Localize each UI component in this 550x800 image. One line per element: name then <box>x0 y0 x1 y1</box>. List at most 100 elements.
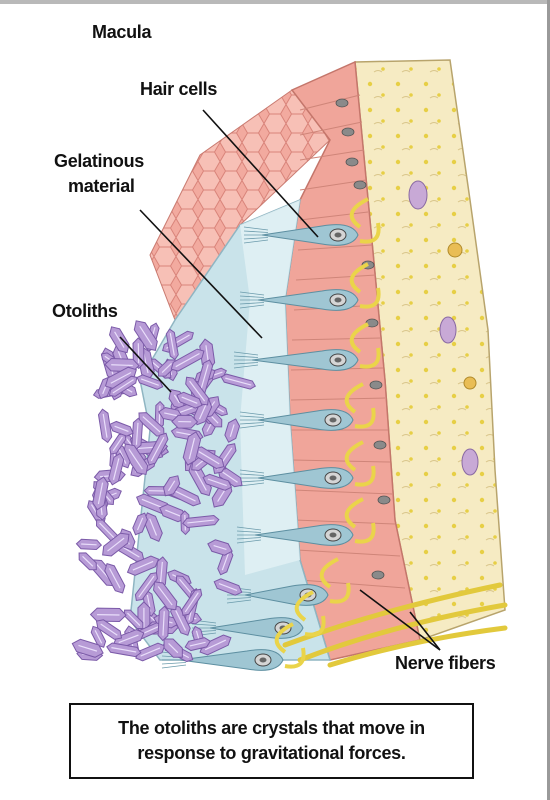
caption-box: The otoliths are crystals that move in r… <box>69 703 474 779</box>
crystal-highlight <box>198 404 207 420</box>
crystal-highlight <box>140 647 161 657</box>
gelatinous-pointer <box>139 209 263 339</box>
crystal-highlight <box>94 630 103 644</box>
stereocilium <box>226 599 252 604</box>
hair-cell-body <box>251 349 359 371</box>
crystal-highlight <box>100 623 118 636</box>
nucleolus <box>334 297 342 303</box>
crystal-highlight <box>127 612 141 626</box>
crystal-highlight <box>78 644 98 652</box>
crystal-highlight <box>189 380 206 402</box>
label-otoliths: Otoliths <box>52 301 118 321</box>
otolith-crystal <box>213 578 243 596</box>
nerve-fiber-bundle <box>282 582 508 668</box>
nerve-ending <box>349 197 381 244</box>
otolith-crystal <box>102 532 130 557</box>
otolith-crystal <box>162 475 181 497</box>
crystal-highlight <box>171 489 196 502</box>
stereocilium <box>239 415 265 418</box>
otolith-crystal <box>131 417 144 451</box>
otolith-crystal <box>135 642 166 662</box>
crystal-highlight <box>143 353 149 374</box>
nerve-ending <box>344 382 376 429</box>
hair-cell <box>236 497 376 546</box>
crystal-highlight <box>112 379 134 394</box>
crystal-highlight <box>159 561 163 584</box>
crystal-highlight <box>97 482 104 505</box>
stereocilium <box>226 597 252 600</box>
stereocilium <box>233 364 259 369</box>
hair-cells-pointer <box>202 109 319 238</box>
crystal-highlight <box>173 394 181 404</box>
otoliths-pointer <box>119 336 172 393</box>
otolith-crystal <box>104 562 126 594</box>
otolith-crystal <box>202 473 233 491</box>
stereocilium <box>239 295 265 298</box>
stereocilium <box>239 411 265 416</box>
stereocilium <box>239 469 265 474</box>
stereocilium <box>239 304 265 309</box>
crystal-highlight <box>110 371 132 384</box>
macula-illustration <box>71 59 508 671</box>
otolith-crystal <box>157 605 170 642</box>
top-border <box>0 0 550 4</box>
crystal-highlight <box>128 448 143 470</box>
crystal-highlight <box>162 611 165 636</box>
nucleolus <box>329 417 337 423</box>
crystal-highlight <box>164 412 177 417</box>
crystal-highlight <box>184 592 199 613</box>
otolith-crystal <box>106 642 142 658</box>
crystal-highlight <box>189 641 206 647</box>
hair-cell <box>239 382 376 431</box>
stereocilium <box>233 351 259 356</box>
nerve-ending <box>294 590 326 637</box>
crystal-highlight <box>135 422 139 445</box>
otolith-crystal <box>75 538 103 551</box>
otolith-crystal <box>171 414 199 429</box>
otolith-crystal <box>176 391 203 409</box>
nucleolus <box>329 532 337 538</box>
right-border <box>547 0 550 800</box>
otolith-crystal <box>220 373 256 390</box>
crystal-highlight <box>114 331 125 348</box>
stereocilium <box>236 530 262 533</box>
otolith-crystal <box>182 431 202 466</box>
stereocilium <box>239 473 265 476</box>
crystal-highlight <box>229 424 235 437</box>
crystal-highlight <box>221 553 229 571</box>
otolith-crystal <box>170 604 191 636</box>
crystal-highlight <box>82 555 94 567</box>
crystal-highlight <box>118 448 127 464</box>
otolith-crystal <box>170 348 205 372</box>
stereocilium <box>236 539 262 544</box>
label-material: material <box>68 176 135 196</box>
crystal-highlight <box>168 643 179 654</box>
otolith-crystal <box>126 555 160 576</box>
label-hair-cells: Hair cells <box>140 79 218 99</box>
nerve-ending <box>349 322 381 369</box>
crystal-highlight <box>213 544 227 551</box>
crystal-highlight <box>222 471 238 483</box>
hair-cell <box>243 197 381 246</box>
stereocilium <box>191 623 217 626</box>
stereocilium <box>233 362 259 365</box>
crystal-highlight <box>165 509 181 517</box>
hair-cell <box>233 322 381 371</box>
label-pointers <box>119 109 441 651</box>
nerve-ending <box>344 497 376 544</box>
crystal-highlight <box>167 480 176 492</box>
otolith-crystal <box>92 476 109 511</box>
crystal-highlight <box>181 396 198 404</box>
otolith-crystal <box>109 326 130 354</box>
crystal-highlight <box>199 364 209 392</box>
crystal-highlight <box>175 352 200 368</box>
crystal-highlight <box>174 609 187 631</box>
otolith-crystal <box>132 512 148 536</box>
crystal-highlight <box>139 325 153 346</box>
crystal-highlight <box>107 537 125 552</box>
otolith-crystal <box>181 588 203 616</box>
stereocilium <box>243 230 269 233</box>
crystal-highlight <box>225 377 252 386</box>
stereocilium <box>243 237 269 240</box>
otolith-crystal <box>136 374 164 390</box>
